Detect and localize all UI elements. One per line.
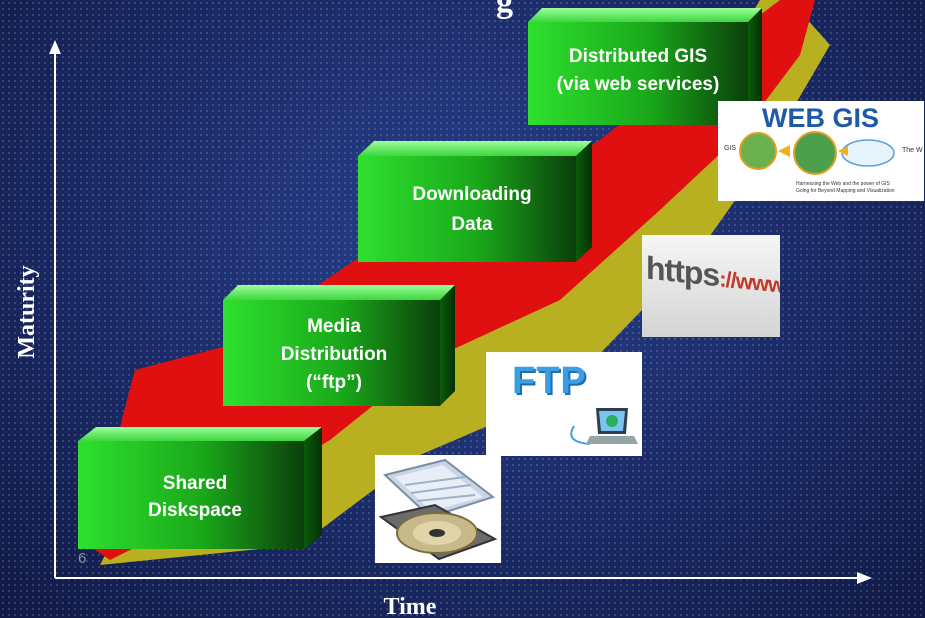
cd-disc-icon [378,458,498,561]
stage-block-downloading-data: Downloading Data [358,141,592,262]
title-fragment: g [496,0,513,20]
ftp-image: FTP [486,352,642,456]
stage-label-line: Downloading [412,184,531,205]
x-axis-arrow-icon [857,572,872,584]
stage-label-line: Shared [163,473,227,494]
https-text: https [646,249,720,294]
https-image: https://www. [642,235,780,337]
webgis-heading: WEB GIS [762,103,880,133]
ftp-text: FTP [512,360,587,402]
slide-number: 6 [78,550,86,567]
stage-block-media-distribution: Media Distribution (“ftp”) [223,285,455,406]
stage-label-line: Diskspace [148,500,242,521]
stage-label-line: Distributed GIS [569,46,707,67]
x-axis-label: Time [384,594,437,618]
stage-label-line: (via web services) [557,74,720,95]
webgis-caption-1: Harnessing the Web and the power of GIS [796,181,890,187]
https-accent-text: ://www. [719,266,780,299]
y-axis-label: Maturity [14,265,40,358]
stage-label-line: Data [451,214,493,235]
y-axis-arrow-icon [49,40,61,54]
laptop-globe-icon [570,408,638,445]
webgis-right-label: The W [902,147,923,154]
cd-case-image [375,455,501,563]
stage-label-line: Distribution [281,344,388,365]
stage-label-line: (“ftp”) [306,372,362,393]
stage-block-distributed-gis: Distributed GIS (via web services) [528,8,762,125]
stage-block-shared-diskspace: Shared Diskspace [78,427,322,549]
webgis-image: WEB GIS GIS The W Harnessing the Web and… [718,101,924,201]
webgis-caption-2: Going for Beyond Mapping and Visualizati… [796,188,895,194]
ribbon-red-surface [95,0,815,560]
webgis-left-label: GIS [724,145,737,152]
globe-icon [739,131,895,175]
stage-label-line: Media [307,316,361,337]
